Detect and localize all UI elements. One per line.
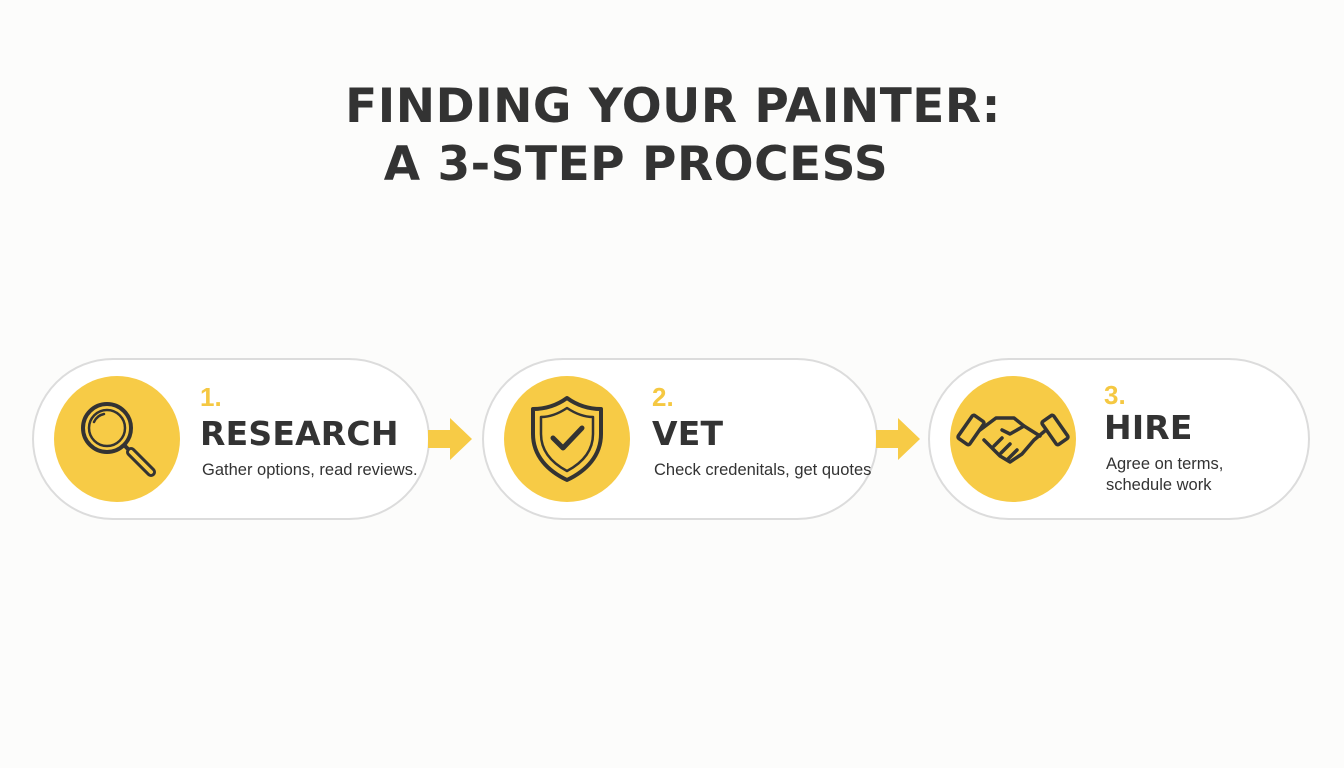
step-number: 3.	[1104, 380, 1126, 410]
step-icon-circle	[54, 376, 180, 502]
step-icon-circle	[950, 376, 1076, 502]
step-card-vet: 2. VET Check credenitals, get quotes	[482, 358, 878, 520]
handshake-icon	[956, 413, 1070, 464]
step-number: 1.	[200, 382, 222, 412]
shield-check-icon	[531, 396, 603, 482]
title-line-1: FINDING YOUR PAINTER:	[345, 79, 1001, 134]
arrow-right-icon	[428, 418, 472, 460]
magnifying-glass-icon	[81, 402, 156, 477]
step-icon-circle	[504, 376, 630, 502]
step-description: Check credenitals, get quotes	[654, 461, 872, 479]
step-card-research: 1. RESEARCH Gather options, read reviews…	[32, 358, 430, 520]
arrow-right-icon	[876, 418, 920, 460]
step-label: RESEARCH	[200, 414, 399, 453]
step-description: Gather options, read reviews.	[202, 461, 418, 479]
page-title: FINDING YOUR PAINTER: A 3-STEP PROCESS	[0, 78, 1344, 194]
step-label: VET	[652, 414, 724, 453]
step-number: 2.	[652, 382, 674, 412]
title-line-2: A 3-STEP PROCESS	[383, 137, 889, 192]
step-label: HIRE	[1104, 408, 1193, 447]
step-card-hire: 3. HIRE Agree on terms, schedule work	[928, 358, 1310, 520]
step-description: Agree on terms, schedule work	[1106, 455, 1224, 494]
